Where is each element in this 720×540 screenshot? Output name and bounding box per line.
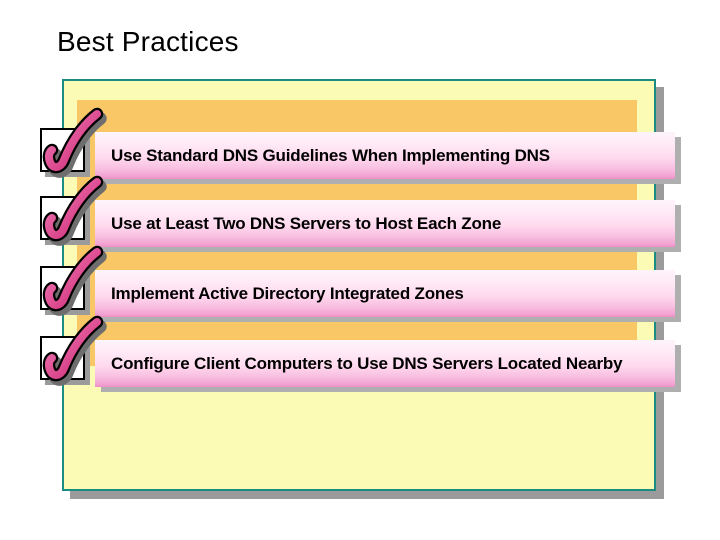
list-item: Implement Active Directory Integrated Zo… [0,245,720,317]
list-item-bar: Use Standard DNS Guidelines When Impleme… [95,132,675,179]
list-item-bar: Configure Client Computers to Use DNS Se… [95,340,675,387]
list-item-bar: Implement Active Directory Integrated Zo… [95,270,675,317]
checkmark-icon [42,315,107,386]
checkmark-icon [42,175,107,246]
checkmark-icon [42,107,107,178]
list-item: Configure Client Computers to Use DNS Se… [0,315,720,387]
list-item: Use at Least Two DNS Servers to Host Eac… [0,175,720,247]
list-item-label: Use at Least Two DNS Servers to Host Eac… [111,213,502,233]
checkmark-icon [42,245,107,316]
page-title: Best Practices [57,26,239,57]
list-item: Use Standard DNS Guidelines When Impleme… [0,107,720,179]
list-item-bar: Use at Least Two DNS Servers to Host Eac… [95,200,675,247]
list-item-label: Implement Active Directory Integrated Zo… [111,283,464,303]
list-item-label: Use Standard DNS Guidelines When Impleme… [111,145,550,165]
list-item-label: Configure Client Computers to Use DNS Se… [111,353,623,373]
